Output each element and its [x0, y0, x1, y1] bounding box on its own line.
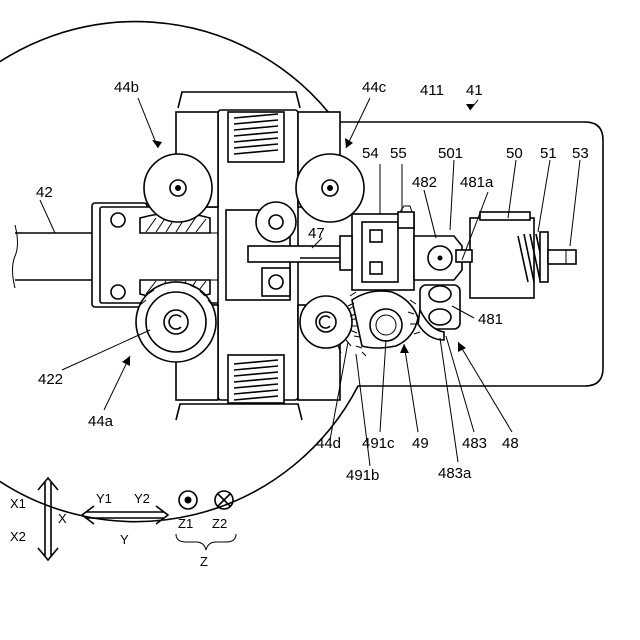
lower-spring	[228, 355, 284, 403]
label-51: 51	[540, 145, 557, 162]
legend-z: Z	[200, 554, 208, 569]
label-54: 54	[362, 145, 379, 162]
gear-44a	[136, 282, 216, 362]
upper-spring	[228, 112, 284, 162]
label-411: 411	[420, 82, 444, 99]
label-44d: 44d	[316, 435, 341, 452]
bracket-54-55	[340, 206, 414, 290]
label-483a: 483a	[438, 465, 472, 482]
lever-482	[414, 236, 462, 280]
label-491b: 491b	[346, 467, 379, 484]
label-41: 41	[466, 82, 483, 99]
motor-shaft-42	[13, 225, 101, 288]
label-482: 482	[412, 174, 437, 191]
label-44b: 44b	[114, 79, 139, 96]
roller-44c	[296, 154, 364, 222]
legend-x1: X1	[10, 496, 26, 511]
legend-z1: Z1	[178, 516, 193, 531]
legend-x2: X2	[10, 529, 26, 544]
axis-legend: X1 X2 X Y1 Y2 Y Z1 Z2 Z	[10, 478, 236, 569]
label-55: 55	[390, 145, 407, 162]
z-brace	[176, 534, 236, 550]
legend-y2: Y2	[134, 491, 150, 506]
housing-inner-pocket	[178, 92, 300, 108]
roller-44b	[144, 154, 212, 222]
legend-z2: Z2	[212, 516, 227, 531]
label-50: 50	[506, 145, 523, 162]
label-42: 42	[36, 184, 53, 201]
legend-y1: Y1	[96, 491, 112, 506]
plunger-53	[548, 250, 576, 264]
label-53: 53	[572, 145, 589, 162]
label-44c: 44c	[362, 79, 387, 96]
sector-gear-49	[348, 291, 418, 356]
x-axis-arrow	[38, 478, 58, 560]
label-48: 48	[502, 435, 519, 452]
label-47: 47	[308, 225, 325, 242]
label-481: 481	[478, 311, 503, 328]
legend-x: X	[58, 511, 67, 526]
z1-out-of-page-icon	[179, 491, 197, 509]
label-44a: 44a	[88, 413, 114, 430]
legend-y: Y	[120, 532, 129, 547]
label-501: 501	[438, 145, 463, 162]
label-422: 422	[38, 371, 63, 388]
label-483: 483	[462, 435, 487, 452]
label-49: 49	[412, 435, 429, 452]
label-491c: 491c	[362, 435, 395, 452]
label-481a: 481a	[460, 174, 494, 191]
